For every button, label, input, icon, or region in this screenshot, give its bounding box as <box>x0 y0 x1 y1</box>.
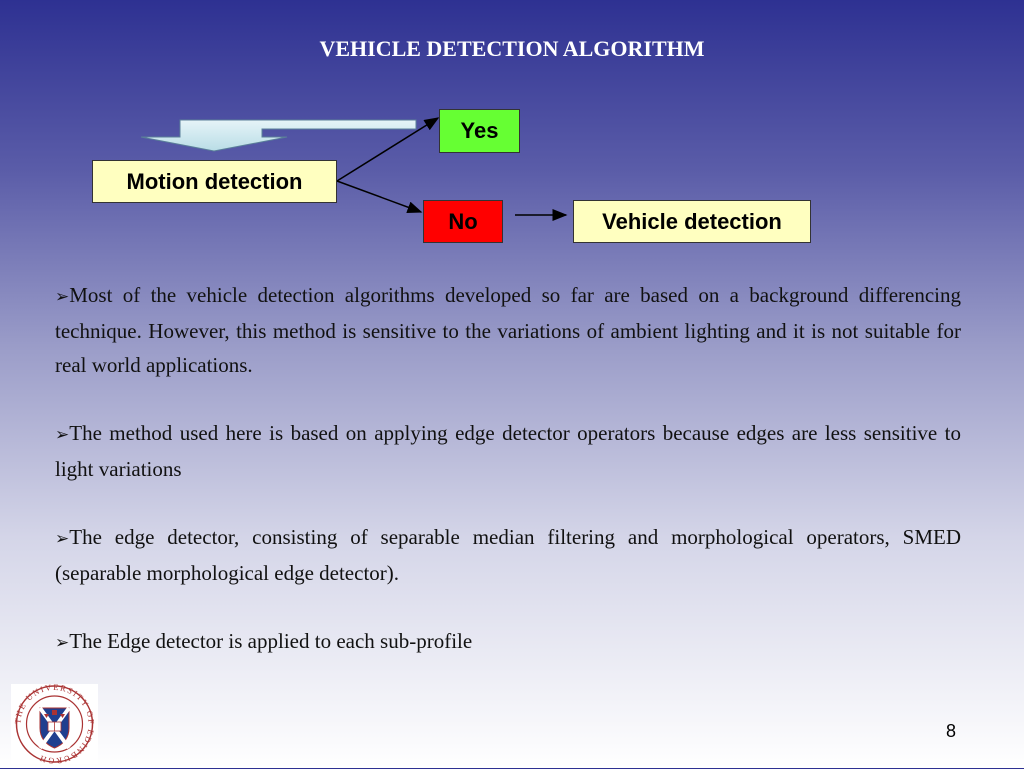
bullet-item: ➢The Edge detector is applied to each su… <box>55 629 473 653</box>
vehicle-detection-box: Vehicle detection <box>573 200 811 243</box>
arrow-bullet-icon: ➢ <box>55 287 70 307</box>
arrow-to-no <box>336 180 423 213</box>
flow-diagram <box>140 117 568 221</box>
university-crest-icon: THE UNIVERSITY OF EDINBURGH <box>12 682 95 766</box>
arrow-bullet-icon: ➢ <box>55 633 70 653</box>
university-logo: THE UNIVERSITY OF EDINBURGH <box>11 682 98 766</box>
arrow-to-yes <box>336 117 440 182</box>
arrow-bullet-icon: ➢ <box>55 425 70 445</box>
slide-title: VEHICLE DETECTION ALGORITHM <box>319 36 705 61</box>
no-box: No <box>423 200 503 243</box>
motion-detection-box: Motion detection <box>92 160 337 203</box>
bullet-item: ➢Most of the vehicle detection algorithm… <box>55 283 961 377</box>
page-number: 8 <box>946 721 957 741</box>
arrow-bullet-icon: ➢ <box>55 529 70 549</box>
yes-box: Yes <box>439 109 520 153</box>
bullet-item: ➢The method used here is based on applyi… <box>55 421 961 481</box>
bullet-list: ➢Most of the vehicle detection algorithm… <box>55 278 961 694</box>
input-arrow-icon <box>140 119 417 152</box>
bullet-item: ➢The edge detector, consisting of separa… <box>55 525 961 585</box>
